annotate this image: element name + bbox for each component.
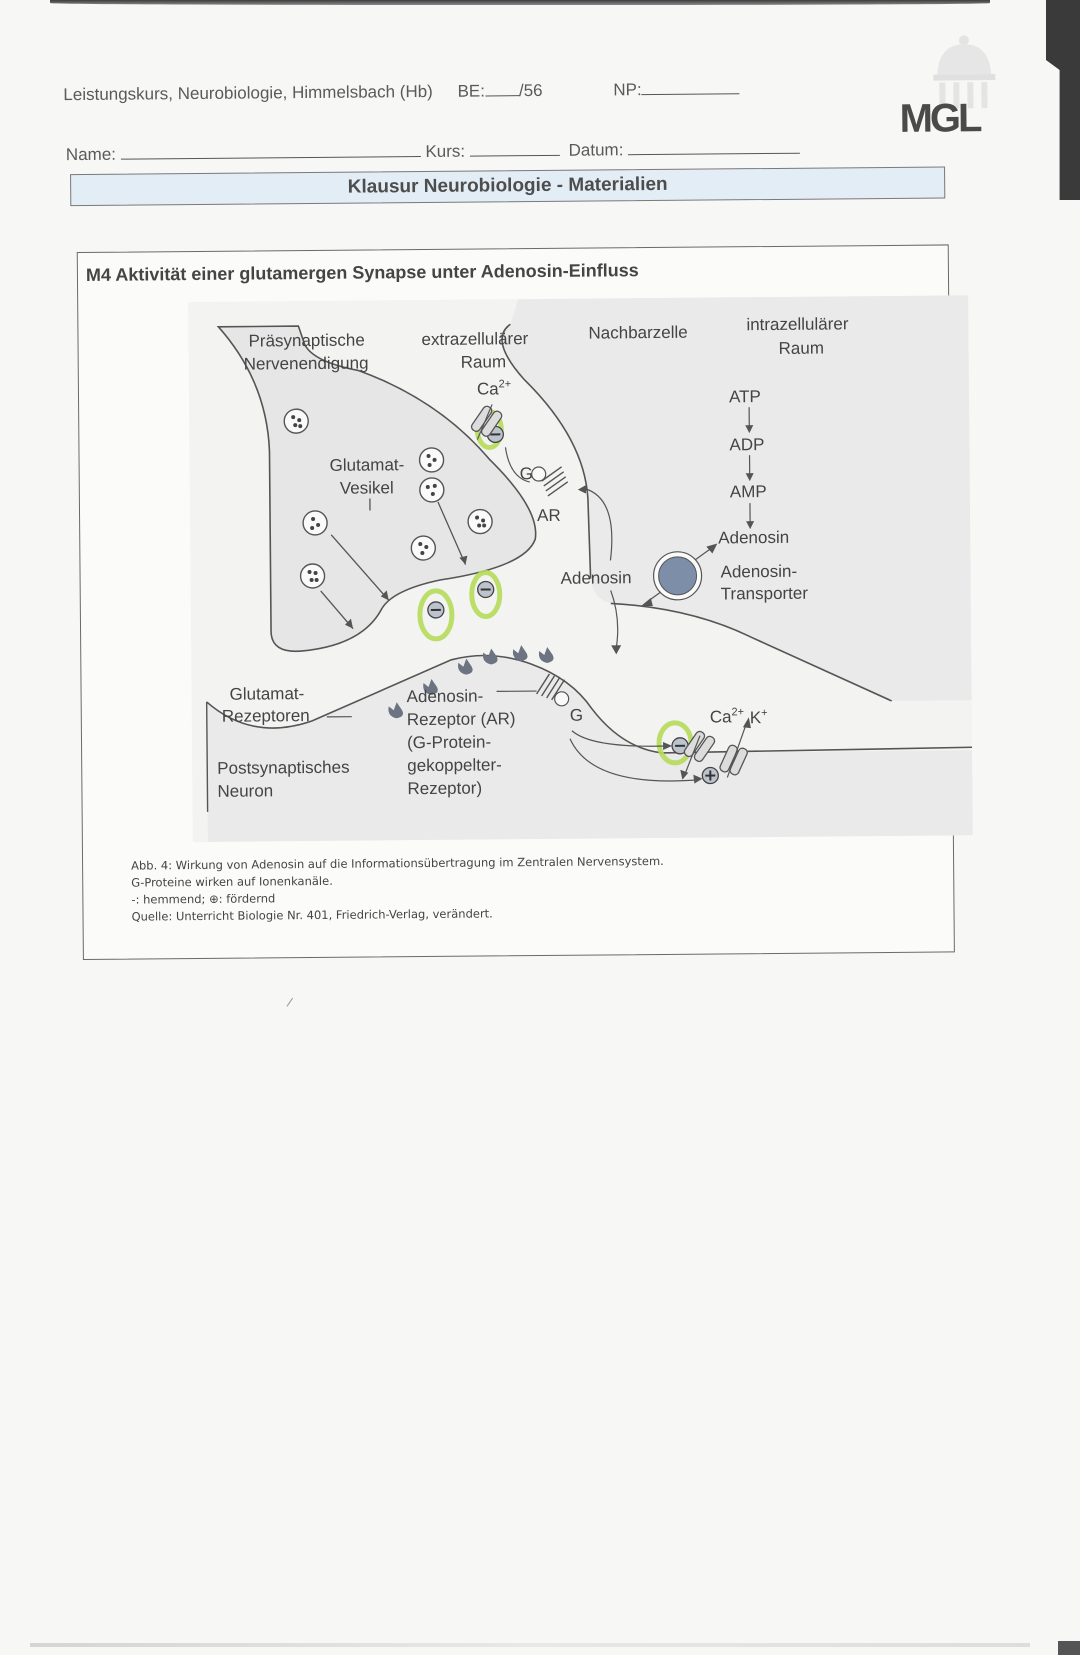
label-adp: ADP (729, 435, 764, 454)
label-ar-full-4: gekoppelter- (407, 755, 502, 775)
label-atp: ATP (729, 387, 761, 406)
label-glutamate: Glutamat- (330, 455, 405, 475)
label-glu-receptors-2: Rezeptoren (222, 706, 310, 726)
glutamate-receptors (388, 645, 554, 719)
name-label: Name: (65, 144, 117, 165)
label-ar-full-3: (G-Protein- (407, 732, 491, 752)
material-m4-box: M4 Aktivität einer glutamergen Synapse u… (76, 244, 973, 961)
label-extracellular: extrazellulärer (421, 329, 528, 349)
glutamate-vesicles (283, 408, 493, 589)
kurs-field[interactable] (469, 139, 560, 157)
course-line: Leistungskurs, Neurobiologie, Himmelsbac… (63, 81, 433, 105)
logo-text: MGL (899, 96, 980, 141)
label-nerve-ending: Nervenendigung (244, 354, 369, 374)
neighbor-cell-shape (502, 295, 972, 701)
label-adenosine-mid: Adenosin (561, 568, 632, 588)
page-title: Klausur Neurobiologie - Materialien (347, 173, 668, 198)
svg-text:Ca2+: Ca2+ (477, 378, 511, 398)
label-k-post: K (750, 708, 762, 727)
label-ar-full-1: Adenosin- (407, 687, 484, 707)
label-neighbor-cell: Nachbarzelle (588, 323, 687, 343)
label-ar-pre: AR (537, 506, 561, 525)
label-transporter-2: Transporter (721, 584, 809, 604)
building-dome-icon (933, 35, 996, 109)
header-line-1: Leistungskurs, Neurobiologie, Himmelsbac… (63, 78, 740, 105)
label-vesicle: Vesikel (340, 478, 394, 497)
label-ar-full-2: Rezeptor (AR) (407, 709, 516, 729)
label-ca-pre: Ca (477, 379, 499, 398)
label-postsynaptic: Postsynaptisches (217, 758, 349, 778)
np-label: NP: (613, 80, 642, 100)
kurs-label: Kurs: (425, 141, 466, 161)
material-title: M4 Aktivität einer glutamergen Synapse u… (85, 260, 639, 285)
paper-top-edge-shadow (50, 0, 990, 5)
caption-source: Quelle: Unterricht Biologie Nr. 401, Fri… (131, 906, 493, 924)
label-transporter-1: Adenosin- (720, 562, 797, 582)
label-g-protein-post: G (570, 706, 583, 725)
be-total: /56 (518, 80, 543, 101)
postsynaptic-neuron-shape (206, 655, 973, 842)
datum-field[interactable] (628, 137, 801, 156)
label-amp: AMP (730, 482, 767, 501)
synapse-illustration: Präsynaptische Nervenendigung extrazellu… (188, 295, 973, 843)
label-presynaptic: Präsynaptische (248, 331, 364, 351)
pencil-mark (286, 997, 294, 1007)
label-ca-post: Ca (710, 707, 732, 726)
paper-corner-shadow (1058, 1641, 1080, 1655)
figure-caption: Abb. 4: Wirkung von Adenosin auf die Inf… (131, 853, 664, 926)
paper-bottom-edge (30, 1643, 1030, 1647)
title-band: Klausur Neurobiologie - Materialien (70, 166, 946, 207)
school-logo: MGL (899, 26, 1010, 141)
be-score-field[interactable] (484, 80, 519, 97)
svg-text:Ca2+: Ca2+ (710, 706, 744, 726)
postsynaptic-adenosine-receptor (536, 673, 566, 701)
label-intracellular-space: Raum (779, 339, 825, 358)
name-field[interactable] (120, 141, 421, 160)
np-field[interactable] (641, 78, 740, 96)
label-neuron: Neuron (217, 781, 273, 800)
label-adenosine-right: Adenosin (718, 528, 789, 548)
label-ar-full-5: Rezeptor) (407, 779, 482, 799)
label-intracellular: intrazellulärer (746, 314, 849, 334)
presynaptic-adenosine-receptor (541, 466, 569, 497)
postsynaptic-k-channel (719, 744, 748, 776)
datum-label: Datum: (568, 140, 624, 160)
synapse-diagram: Präsynaptische Nervenendigung extrazellu… (188, 295, 973, 843)
svg-text:K+: K+ (750, 707, 768, 727)
be-label: BE: (457, 81, 486, 101)
header-line-2: Name: Kurs: Datum: (65, 137, 801, 165)
label-glu-receptors-1: Glutamat- (230, 684, 305, 704)
presynaptic-terminal-shape (216, 325, 537, 653)
label-extracellular-space: Raum (461, 352, 507, 371)
label-g-protein-pre: G (520, 464, 533, 483)
